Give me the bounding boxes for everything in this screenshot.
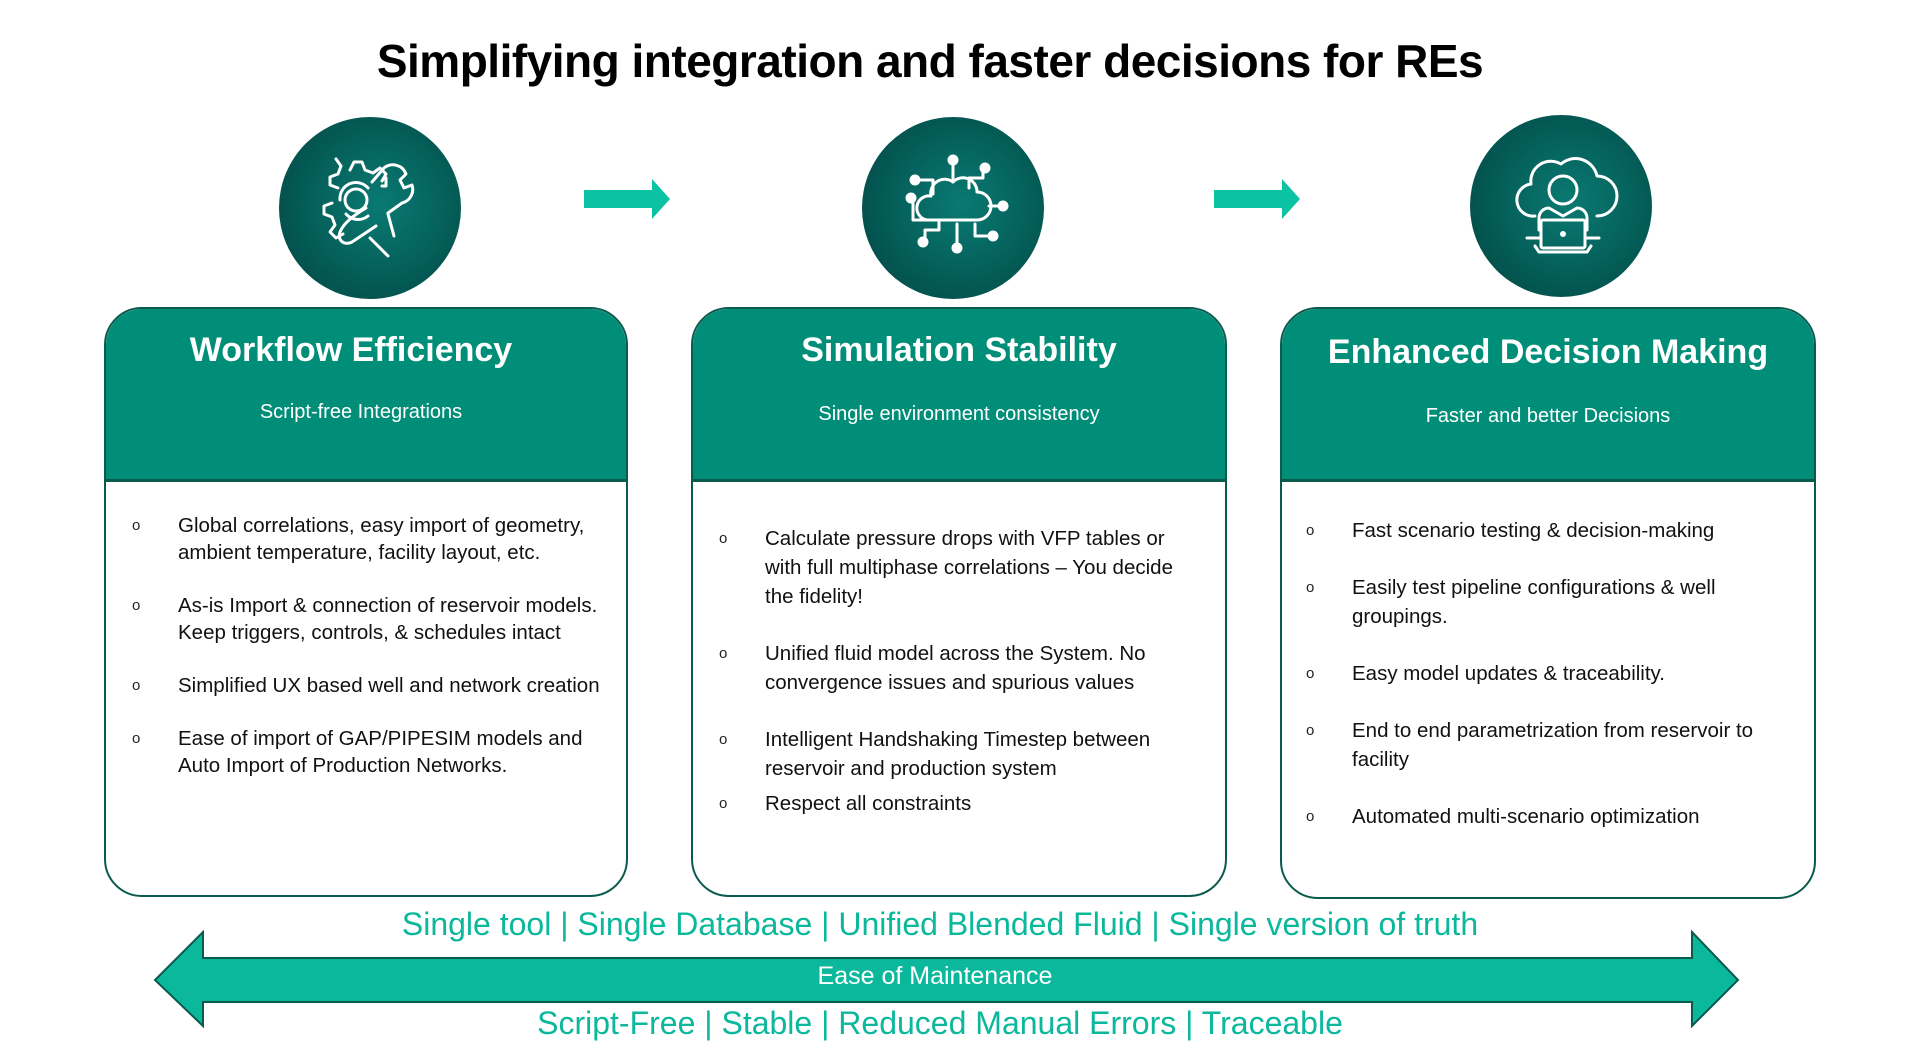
card-enhanced-decision-making: Enhanced Decision Making Faster and bett… [1280,307,1816,899]
card-title: Enhanced Decision Making [1327,333,1769,371]
card-title: Workflow Efficiency [189,331,513,369]
card-subtitle: Single environment consistency [818,403,1100,425]
bullet-circle-icon: o [719,645,728,662]
bullet-circle-icon: o [1306,522,1315,539]
bullet-circle-icon: o [132,597,141,614]
bullet-circle-icon: o [719,795,728,812]
bullet-circle-icon: o [132,517,141,534]
bullet-circle-icon: o [1306,579,1315,596]
benefits-bottom-line: Script-Free | Stable | Reduced Manual Er… [537,1005,1343,1041]
bullet-circle-icon: o [132,730,141,747]
double-arrow-label: Ease of Maintenance [817,962,1053,990]
card-title: Simulation Stability [801,331,1117,369]
card-header: Simulation Stability Single environment … [693,309,1225,482]
card-simulation-stability: Simulation Stability Single environment … [691,307,1227,897]
bullet-circle-icon: o [719,530,728,547]
bullet-circle-icon: o [719,731,728,748]
cloud-user-laptop-icon [1470,115,1652,297]
card-header: Workflow Efficiency Script-free Integrat… [106,309,626,482]
right-arrow-icon [1214,179,1300,219]
card-workflow-efficiency: Workflow Efficiency Script-free Integrat… [104,307,628,897]
right-arrow-icon [584,179,670,219]
bullet-circle-icon: o [1306,722,1315,739]
card-subtitle: Faster and better Decisions [1425,405,1671,427]
card-subtitle: Script-free Integrations [259,401,463,423]
card-header: Enhanced Decision Making Faster and bett… [1282,309,1814,482]
gear-wrench-hand-icon [279,117,461,299]
bullet-circle-icon: o [1306,665,1315,682]
benefits-top-line: Single tool | Single Database | Unified … [401,906,1479,942]
cloud-network-icon [862,117,1044,299]
bullet-circle-icon: o [132,677,141,694]
page-title: Simplifying integration and faster decis… [376,35,1484,87]
bullet-circle-icon: o [1306,808,1315,825]
